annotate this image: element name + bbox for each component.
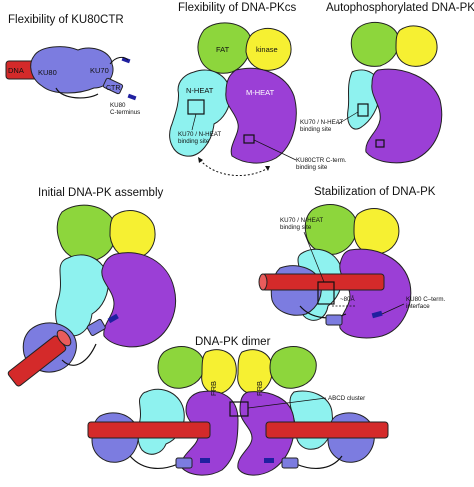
kinase-label: kinase	[256, 45, 278, 54]
dna-end-stab	[258, 273, 268, 291]
fat-domain-ap	[350, 21, 400, 67]
ku70-site-label-a1: KU70 / N-HEAT	[178, 131, 221, 138]
abcd-cluster-box	[229, 401, 249, 417]
ku80-cterm-mark-1	[121, 56, 131, 64]
ku80ctr-site-label-1: KU80CTR C-term.	[296, 157, 347, 164]
panel-stabilization: Stabilization of DNA-PK ~80Å KU70 / N-HE…	[258, 186, 445, 339]
ku80ctr-site-box-a	[243, 134, 255, 144]
dna-label: DNA	[8, 66, 24, 75]
panel-autophos: Autophosphorylated DNA-PKcs KU70 / N-HEA…	[300, 2, 474, 164]
mheat-domain-init	[101, 252, 176, 348]
title-dimer: DNA-PK dimer	[195, 336, 271, 348]
dna-strand-dimer-left	[87, 421, 211, 439]
mheat-domain	[225, 67, 297, 164]
abcd-leader	[247, 397, 327, 409]
ku80-cterm-stab	[371, 310, 383, 319]
panel-initial: Initial DNA-PK assembly	[7, 187, 176, 387]
flex-arrow-head-right	[265, 166, 270, 171]
title-autophos: Autophosphorylated DNA-PKcs	[326, 2, 474, 14]
ku80-cterm-dimer-left	[200, 458, 210, 463]
ku70-site-label-b2: binding site	[300, 126, 332, 133]
title-flex-dnapkcs: Flexibility of DNA-PKcs	[178, 2, 296, 14]
panel-dnapkcs: Flexibility of DNA-PKcs FAT kinase N-HEA…	[169, 2, 347, 177]
ku80-cterm-mark-2	[127, 93, 137, 101]
ku70-label: KU70	[90, 66, 109, 75]
ku70-site-label-c2: binding site	[280, 224, 312, 231]
frb-label-right: FRB	[255, 381, 264, 396]
ctr-linker-dimer-left	[129, 455, 179, 469]
ctr-domain-dimer-left	[175, 457, 193, 469]
ku70-site-leader-b	[337, 111, 359, 125]
ku80ctr-site-box-b	[375, 139, 385, 148]
fat-domain-dimer-left	[157, 346, 205, 389]
ctr-linker	[55, 87, 99, 99]
ctr-domain-init	[86, 318, 106, 336]
ctr-linker-dimer-right	[295, 455, 343, 469]
ctr-linker-stab	[299, 305, 347, 319]
mheat-domain-ap	[365, 68, 443, 164]
flex-arrow	[199, 159, 269, 177]
title-initial: Initial DNA-PK assembly	[38, 187, 164, 199]
flex-arrow-head-left	[198, 157, 203, 163]
ctr-domain-dimer-right	[281, 457, 299, 469]
ctr-domain	[102, 77, 124, 95]
ku70-site-box-c	[317, 281, 335, 305]
ctr-domain-stab	[325, 314, 343, 326]
fat-domain-init	[56, 204, 117, 262]
kinase-domain-init	[109, 210, 156, 259]
kinase-domain-ap	[395, 25, 438, 67]
ku80-cterm-label-1: KU80	[110, 102, 126, 109]
dna-end-init	[56, 329, 72, 347]
abcd-label: ABCD cluster	[328, 395, 365, 402]
fat-domain-dimer-right	[269, 346, 317, 389]
panel-dimer: DNA-PK dimer FRB FRB ABCD cluster	[87, 336, 389, 476]
fat-label: FAT	[216, 45, 230, 54]
mheat-domain-stab	[339, 248, 412, 339]
ku80-cterm-dimer-right	[264, 458, 274, 463]
kinase-domain-dimer-left	[201, 349, 237, 395]
kinase-domain-stab	[353, 208, 400, 255]
ku70-site-label-a2: binding site	[178, 138, 210, 145]
fat-domain	[197, 22, 252, 74]
ku70-site-leader-a	[191, 113, 197, 131]
ctr-flex-path	[109, 56, 129, 65]
fat-domain-stab	[304, 204, 358, 255]
dna-strand-dimer-right	[265, 421, 389, 439]
ku80-cterm-label-2: C-terminus	[110, 109, 140, 116]
ku70-site-label-b1: KU70 / N-HEAT	[300, 119, 343, 126]
title-stabilization: Stabilization of DNA-PK	[314, 186, 436, 198]
ku80-cterm-init	[107, 313, 119, 324]
ku80-iface-label-2: interface	[406, 303, 430, 310]
ku80ctr-site-label-2: binding site	[296, 164, 328, 171]
ku80-iface-label-1: KU80 C–term.	[406, 296, 445, 303]
frb-label-left: FRB	[209, 381, 218, 396]
ctr-linker-init	[61, 343, 97, 366]
mheat-label: M-HEAT	[246, 88, 275, 97]
ku80ctr-site-leader	[253, 139, 297, 161]
ku80-iface-leader	[381, 303, 405, 315]
ku70-site-box-b	[357, 103, 369, 117]
title-flex-ku80: Flexibility of KU80CTR	[8, 14, 124, 26]
ku80-label: KU80	[38, 68, 57, 77]
ctr-label: CTR	[106, 85, 120, 92]
ku70-site-leader-c	[303, 231, 325, 283]
kinase-domain	[245, 27, 292, 71]
ku70-site-label-c1: KU70 / N-HEAT	[280, 217, 323, 224]
nheat-label: N-HEAT	[186, 86, 214, 95]
panel-ku80ctr: Flexibility of KU80CTR DNA KU80 KU70 CTR…	[5, 14, 140, 116]
distance-label: ~80Å	[340, 296, 355, 303]
